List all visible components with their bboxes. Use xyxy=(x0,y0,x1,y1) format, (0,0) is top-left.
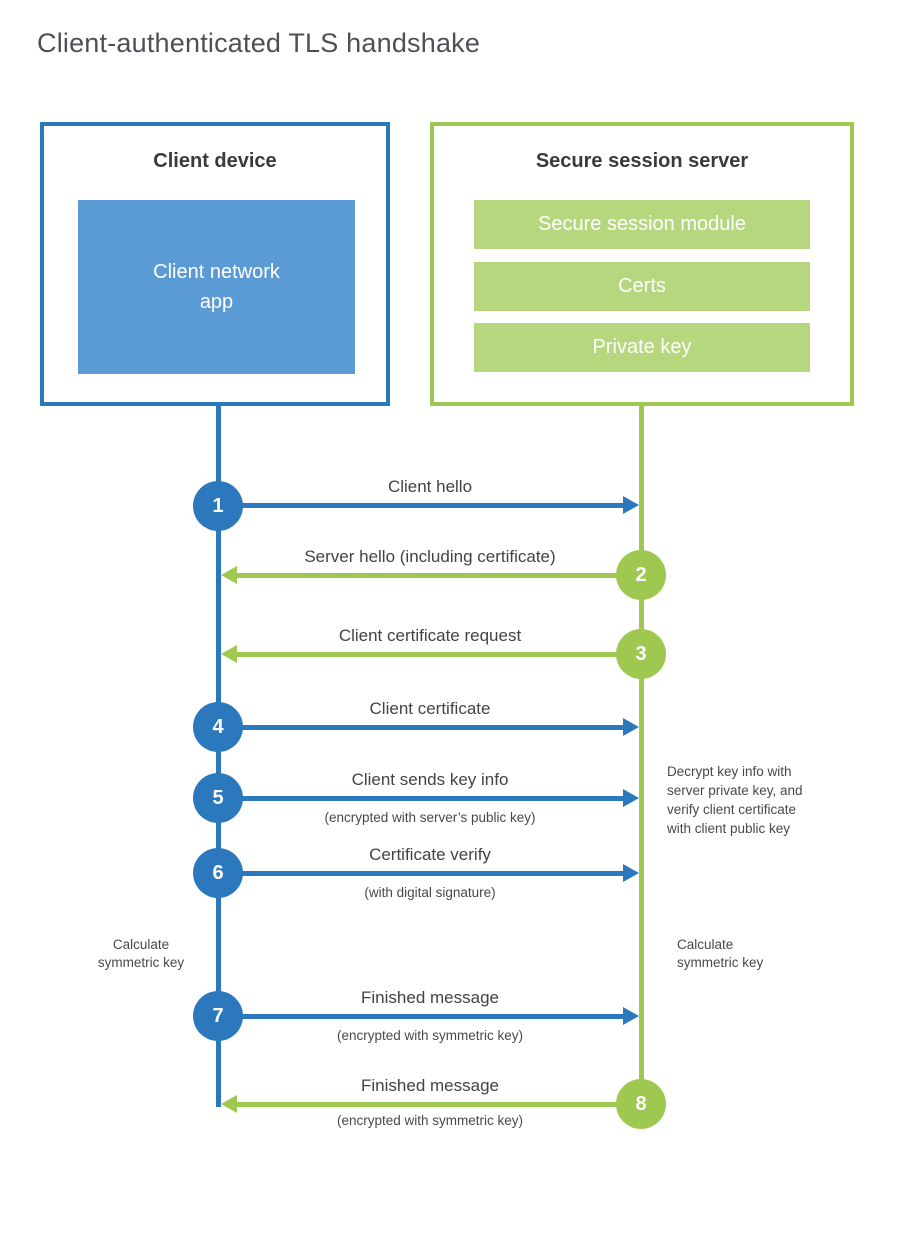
step-8-sublabel: (encrypted with symmetric key) xyxy=(336,1113,524,1128)
step-8-label: Finished message xyxy=(361,1076,499,1095)
server-lifeline xyxy=(639,404,644,1106)
server-module-certs: Certs xyxy=(474,262,810,311)
decrypt-note-line2: server private key, and xyxy=(667,783,803,798)
server-title: Secure session server xyxy=(535,150,749,172)
arrow-right-icon xyxy=(623,864,639,882)
calc-client-line1: Calculate xyxy=(112,937,170,952)
calculate-symmetric-key-server-note: Calculate symmetric key xyxy=(677,936,763,972)
step-7-label: Finished message xyxy=(361,988,499,1007)
client-lifeline xyxy=(216,404,221,1107)
calc-server-line1: Calculate xyxy=(677,937,734,952)
step-1-arrow-line xyxy=(220,503,624,508)
step-5-arrow-line xyxy=(220,796,624,801)
client-app-label-line1: Client network xyxy=(153,261,280,283)
client-device-title: Client device xyxy=(153,150,277,172)
step-6-badge: 6 xyxy=(193,848,243,898)
client-device-box: Client device Client network app xyxy=(40,122,390,406)
step-7-arrow-line xyxy=(220,1014,624,1019)
arrow-right-icon xyxy=(623,1007,639,1025)
step-6-arrow-line xyxy=(220,871,624,876)
decrypt-note-line1: Decrypt key info with xyxy=(667,764,792,779)
page-title: Client-authenticated TLS handshake xyxy=(37,28,481,58)
step-1-label: Client hello xyxy=(387,477,473,496)
step-7-badge: 7 xyxy=(193,991,243,1041)
step-5-label: Client sends key info xyxy=(351,770,509,789)
server-module-secure-session: Secure session module xyxy=(474,200,810,249)
step-3-label: Client certificate request xyxy=(338,626,522,645)
step-3-arrow-line xyxy=(237,652,641,657)
step-1-badge: 1 xyxy=(193,481,243,531)
arrow-right-icon xyxy=(623,789,639,807)
arrow-left-icon xyxy=(221,1095,237,1113)
step-6-label: Certificate verify xyxy=(369,845,491,864)
client-network-app-box: Client network app xyxy=(78,200,355,374)
step-4-arrow-line xyxy=(220,725,624,730)
step-2-label: Server hello (including certificate) xyxy=(304,547,556,566)
step-4-label: Client certificate xyxy=(369,699,491,718)
secure-session-server-box: Secure session server Secure session mod… xyxy=(430,122,854,406)
step-5-badge: 5 xyxy=(193,773,243,823)
step-6-sublabel: (with digital signature) xyxy=(364,885,496,900)
calc-server-line2: symmetric key xyxy=(677,955,764,970)
arrow-left-icon xyxy=(221,566,237,584)
step-4-badge: 4 xyxy=(193,702,243,752)
step-8-badge: 8 xyxy=(616,1079,666,1129)
calculate-symmetric-key-client-note: Calculate symmetric key xyxy=(94,936,188,972)
step-8-arrow-line xyxy=(237,1102,641,1107)
step-5-sublabel: (encrypted with server’s public key) xyxy=(324,810,536,825)
calc-client-line2: symmetric key xyxy=(97,955,185,970)
decrypt-note-line4: with client public key xyxy=(667,821,791,836)
decrypt-note-line3: verify client certificate xyxy=(667,802,797,817)
step-7-sublabel: (encrypted with symmetric key) xyxy=(336,1028,524,1043)
client-app-label-line2: app xyxy=(199,291,234,313)
arrow-right-icon xyxy=(623,718,639,736)
arrow-right-icon xyxy=(623,496,639,514)
step-2-badge: 2 xyxy=(616,550,666,600)
arrow-left-icon xyxy=(221,645,237,663)
server-module-private-key: Private key xyxy=(474,323,810,372)
step-3-badge: 3 xyxy=(616,629,666,679)
step-2-arrow-line xyxy=(237,573,641,578)
decrypt-key-note: Decrypt key info with server private key… xyxy=(667,762,803,838)
